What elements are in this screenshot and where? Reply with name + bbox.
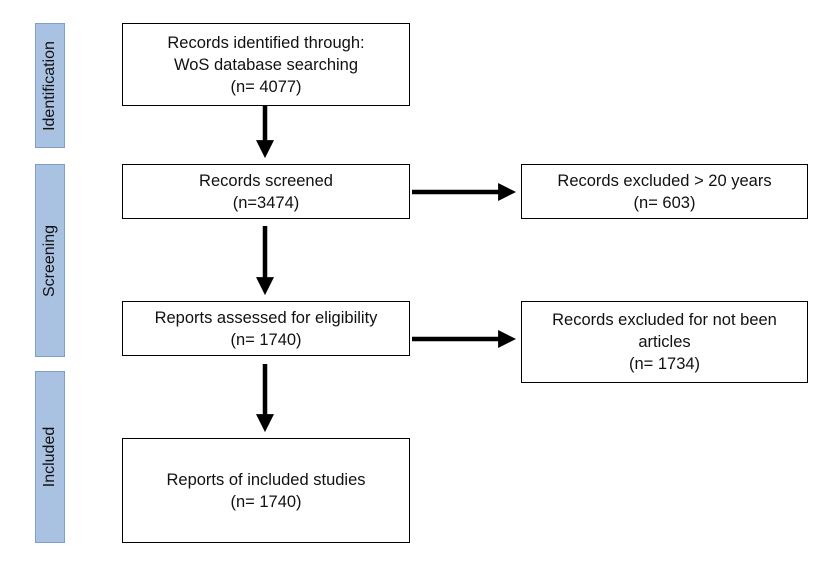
reports-included-box: Reports of included studies (n= 1740) [122, 438, 410, 543]
records-excluded-years-box: Records excluded > 20 years (n= 603) [521, 164, 808, 219]
reports-eligibility-box: Reports assessed for eligibility (n= 174… [122, 301, 410, 356]
records-excluded-years-label: Records excluded > 20 years [557, 172, 772, 190]
records-excluded-years-count: (n= 603) [633, 194, 696, 212]
records-excluded-articles-count: (n= 1734) [628, 355, 701, 373]
records-excluded-articles-line2: articles [638, 333, 691, 351]
records-excluded-articles-box: Records excluded for not been articles (… [521, 301, 808, 383]
records-screened-box: Records screened (n=3474) [122, 164, 410, 219]
reports-included-label: Reports of included studies [166, 470, 366, 489]
reports-included-count: (n= 1740) [230, 492, 302, 511]
records-identified-count: (n= 4077) [230, 77, 302, 96]
phase-included: Included [35, 371, 65, 543]
phase-identification: Identification [35, 23, 65, 148]
reports-eligibility-label: Reports assessed for eligibility [154, 309, 378, 327]
records-identified-line2: WoS database searching [173, 55, 359, 74]
records-identified-line1: Records identified through: [167, 33, 365, 52]
records-screened-count: (n=3474) [232, 194, 300, 212]
records-excluded-articles-line1: Records excluded for not been [552, 311, 777, 329]
reports-eligibility-count: (n= 1740) [230, 331, 302, 349]
records-screened-label: Records screened [199, 172, 333, 190]
phase-screening: Screening [35, 164, 65, 357]
records-identified-box: Records identified through: WoS database… [122, 23, 410, 106]
